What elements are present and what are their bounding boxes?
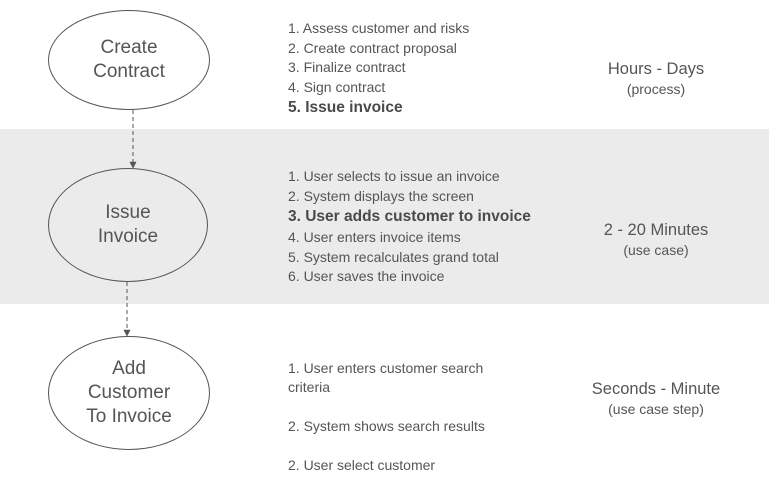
node-create-contract: Create Contract [48,10,210,110]
step-item: 5. System recalculates grand total [288,248,499,265]
duration-2: 2 - 20 Minutes (use case) [556,219,756,259]
connectors [123,110,137,337]
step-item: 2. User select customer [288,457,436,473]
step-item: 4. Sign contract [288,78,386,95]
step-item: 6. User saves the invoice [288,268,445,284]
step-list-2: 1. User selects to issue an invoice 2. S… [288,167,531,287]
step-item-highlighted: 5. Issue invoice [288,99,403,116]
step-item: 1. User enters customer search criteria [288,359,484,396]
step-item: 3. Finalize contract [288,59,406,75]
node-label: Create Contract [93,37,165,82]
step-item: 2. System shows search results [288,418,485,434]
step-item-highlighted: 3. User adds customer to invoice [288,208,531,225]
node-label: Add Customer To Invoice [86,358,172,427]
node-add-customer-to-invoice: Add Customer To Invoice [48,336,210,450]
step-item: 1. User selects to issue an invoice [288,168,500,184]
step-item: 2. System displays the screen [288,187,474,204]
step-list-1: 1. Assess customer and risks 2. Create c… [288,19,469,119]
duration-label: Seconds - Minute [591,380,721,398]
duration-label: Hours - Days [607,60,705,78]
node-issue-invoice: Issue Invoice [48,168,208,282]
step-item: 2. Create contract proposal [288,39,457,56]
step-item: 4. User enters invoice items [288,229,461,245]
node-label: Issue Invoice [97,202,159,247]
duration-note: (process) [626,81,686,97]
duration-label: 2 - 20 Minutes [603,221,709,239]
duration-1: Hours - Days (process) [556,58,756,98]
duration-note: (use case) [623,242,689,258]
duration-3: Seconds - Minute (use case step) [556,378,756,418]
duration-note: (use case step) [608,401,704,417]
step-item: 1. Assess customer and risks [288,20,470,36]
step-list-3: 1. User enters customer search criteria … [288,339,528,495]
